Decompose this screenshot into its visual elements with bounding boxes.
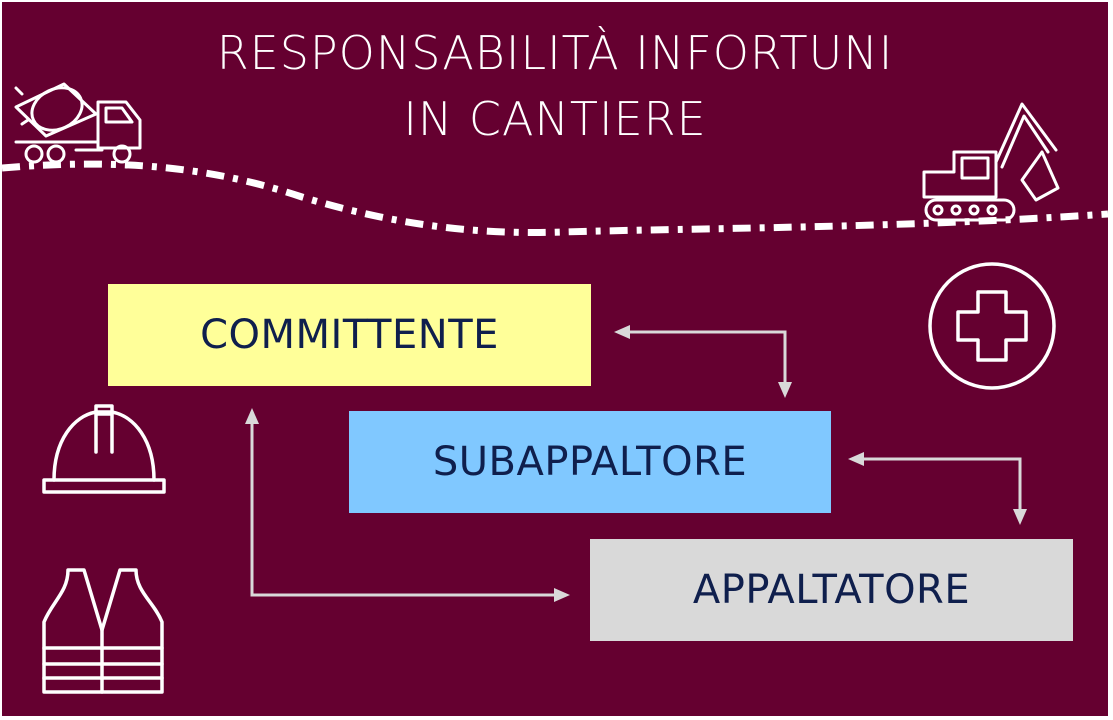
- box-appaltatore: APPALTATORE: [590, 539, 1073, 641]
- arrowhead-down-subappaltore: [778, 382, 792, 398]
- safety-vest-icon: [42, 568, 164, 694]
- hard-hat-icon: [42, 404, 166, 494]
- box-committente-label: COMMITTENTE: [200, 312, 499, 358]
- arrowhead-left-subappaltore: [848, 452, 864, 466]
- arrowhead-left-committente: [614, 325, 630, 339]
- title-line-2: IN CANTIERE: [403, 92, 707, 146]
- title-line-1: RESPONSABILITÀ INFORTUNI: [216, 26, 894, 80]
- connector-arrows: [245, 325, 1027, 602]
- box-subappaltore: SUBAPPALTORE: [349, 411, 831, 513]
- arrow-subappaltore-appaltatore: [860, 457, 1022, 512]
- arrow-committente-subappaltore: [626, 330, 787, 385]
- cement-mixer-truck-icon: [14, 82, 142, 164]
- arrowhead-down-appaltatore: [1013, 509, 1027, 525]
- terrain-dashed-line: [2, 160, 1108, 236]
- page-title: RESPONSABILITÀ INFORTUNI IN CANTIERE: [2, 20, 1108, 152]
- box-subappaltore-label: SUBAPPALTORE: [432, 439, 748, 485]
- first-aid-cross-icon: [928, 262, 1056, 390]
- box-committente: COMMITTENTE: [108, 284, 591, 386]
- arrow-committente-appaltatore: [250, 420, 558, 597]
- arrowhead-right-appaltatore: [554, 588, 570, 602]
- excavator-icon: [922, 102, 1060, 222]
- arrowhead-up-committente: [245, 408, 259, 424]
- box-appaltatore-label: APPALTATORE: [692, 567, 971, 613]
